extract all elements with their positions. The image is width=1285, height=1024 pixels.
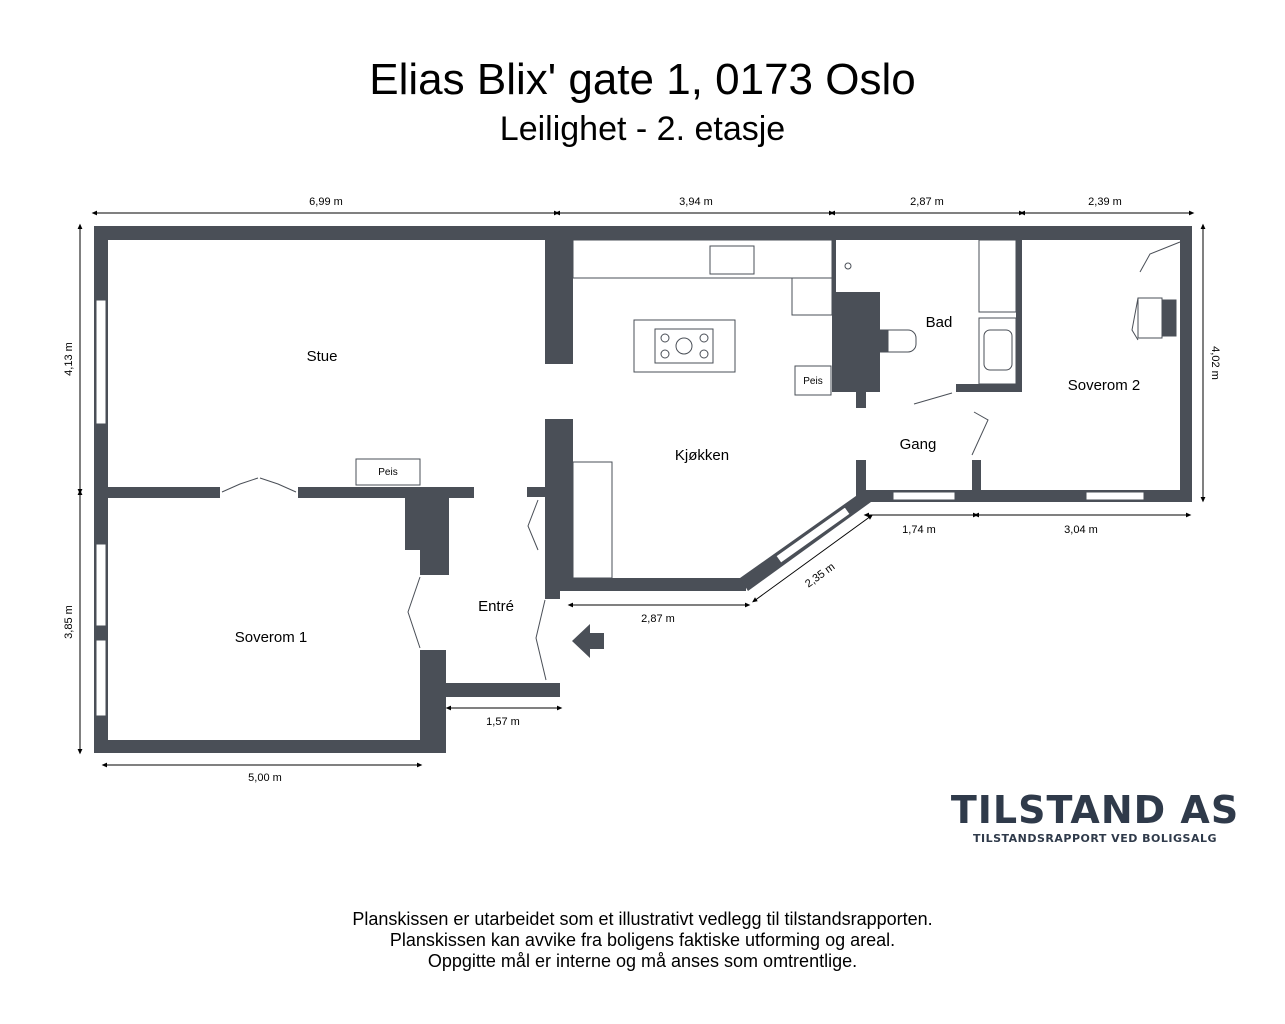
- brand-logo: TILSTAND AS TILSTANDSRAPPORT VED BOLIGSA…: [940, 788, 1250, 846]
- disclaimer: Planskissen er utarbeidet som et illustr…: [0, 909, 1285, 972]
- dim-top-1: 6,99 m: [309, 196, 343, 208]
- dim-top-2: 3,94 m: [679, 196, 713, 208]
- entrance-arrow-icon: [572, 624, 604, 658]
- brand-name: TILSTAND AS: [950, 788, 1240, 832]
- dim-left-lower: 3,85 m: [63, 605, 75, 639]
- tap-icon: [844, 262, 852, 270]
- dim-right: 4,02 m: [1209, 346, 1221, 380]
- dim-top-4: 2,39 m: [1088, 196, 1122, 208]
- room-label-entre: Entré: [478, 598, 514, 615]
- room-label-stue: Stue: [307, 348, 338, 365]
- room-label-bad: Bad: [926, 314, 953, 331]
- disclaimer-line-1: Planskissen er utarbeidet som et illustr…: [352, 909, 933, 929]
- peis-label-stue: Peis: [378, 467, 397, 478]
- diagonal-window: [775, 506, 851, 564]
- dimension-lines: [77, 210, 1206, 768]
- disclaimer-line-2: Planskissen kan avvike fra boligens fakt…: [389, 930, 896, 950]
- page-subtitle: Leilighet - 2. etasje: [499, 110, 786, 148]
- room-label-soverom2: Soverom 2: [1068, 377, 1141, 394]
- dim-soverom2-bottom: 3,04 m: [1064, 524, 1098, 536]
- dim-kitchen-bottom: 2,87 m: [641, 613, 675, 625]
- page-title: Elias Blix' gate 1, 0173 Oslo: [369, 55, 916, 104]
- dim-entre-bottom: 1,57 m: [486, 716, 520, 728]
- peis-label-kjokken: Peis: [803, 376, 822, 387]
- room-label-kjokken: Kjøkken: [675, 447, 729, 464]
- kitchen-fixtures: [355, 239, 1017, 579]
- room-label-soverom1: Soverom 1: [235, 629, 308, 646]
- brand-tagline: TILSTANDSRAPPORT VED BOLIGSALG: [972, 832, 1218, 845]
- walls: [94, 226, 1192, 753]
- room-label-gang: Gang: [900, 436, 937, 453]
- windows: [95, 299, 1145, 717]
- dim-diagonal: 2,35 m: [803, 561, 837, 590]
- disclaimer-line-3: Oppgitte mål er interne og må anses som …: [427, 951, 858, 971]
- doors: [221, 241, 1181, 681]
- dim-left-upper: 4,13 m: [63, 342, 75, 376]
- dim-gang-bottom: 1,74 m: [902, 524, 936, 536]
- dim-soverom1-bottom: 5,00 m: [248, 772, 282, 784]
- dim-top-3: 2,87 m: [910, 196, 944, 208]
